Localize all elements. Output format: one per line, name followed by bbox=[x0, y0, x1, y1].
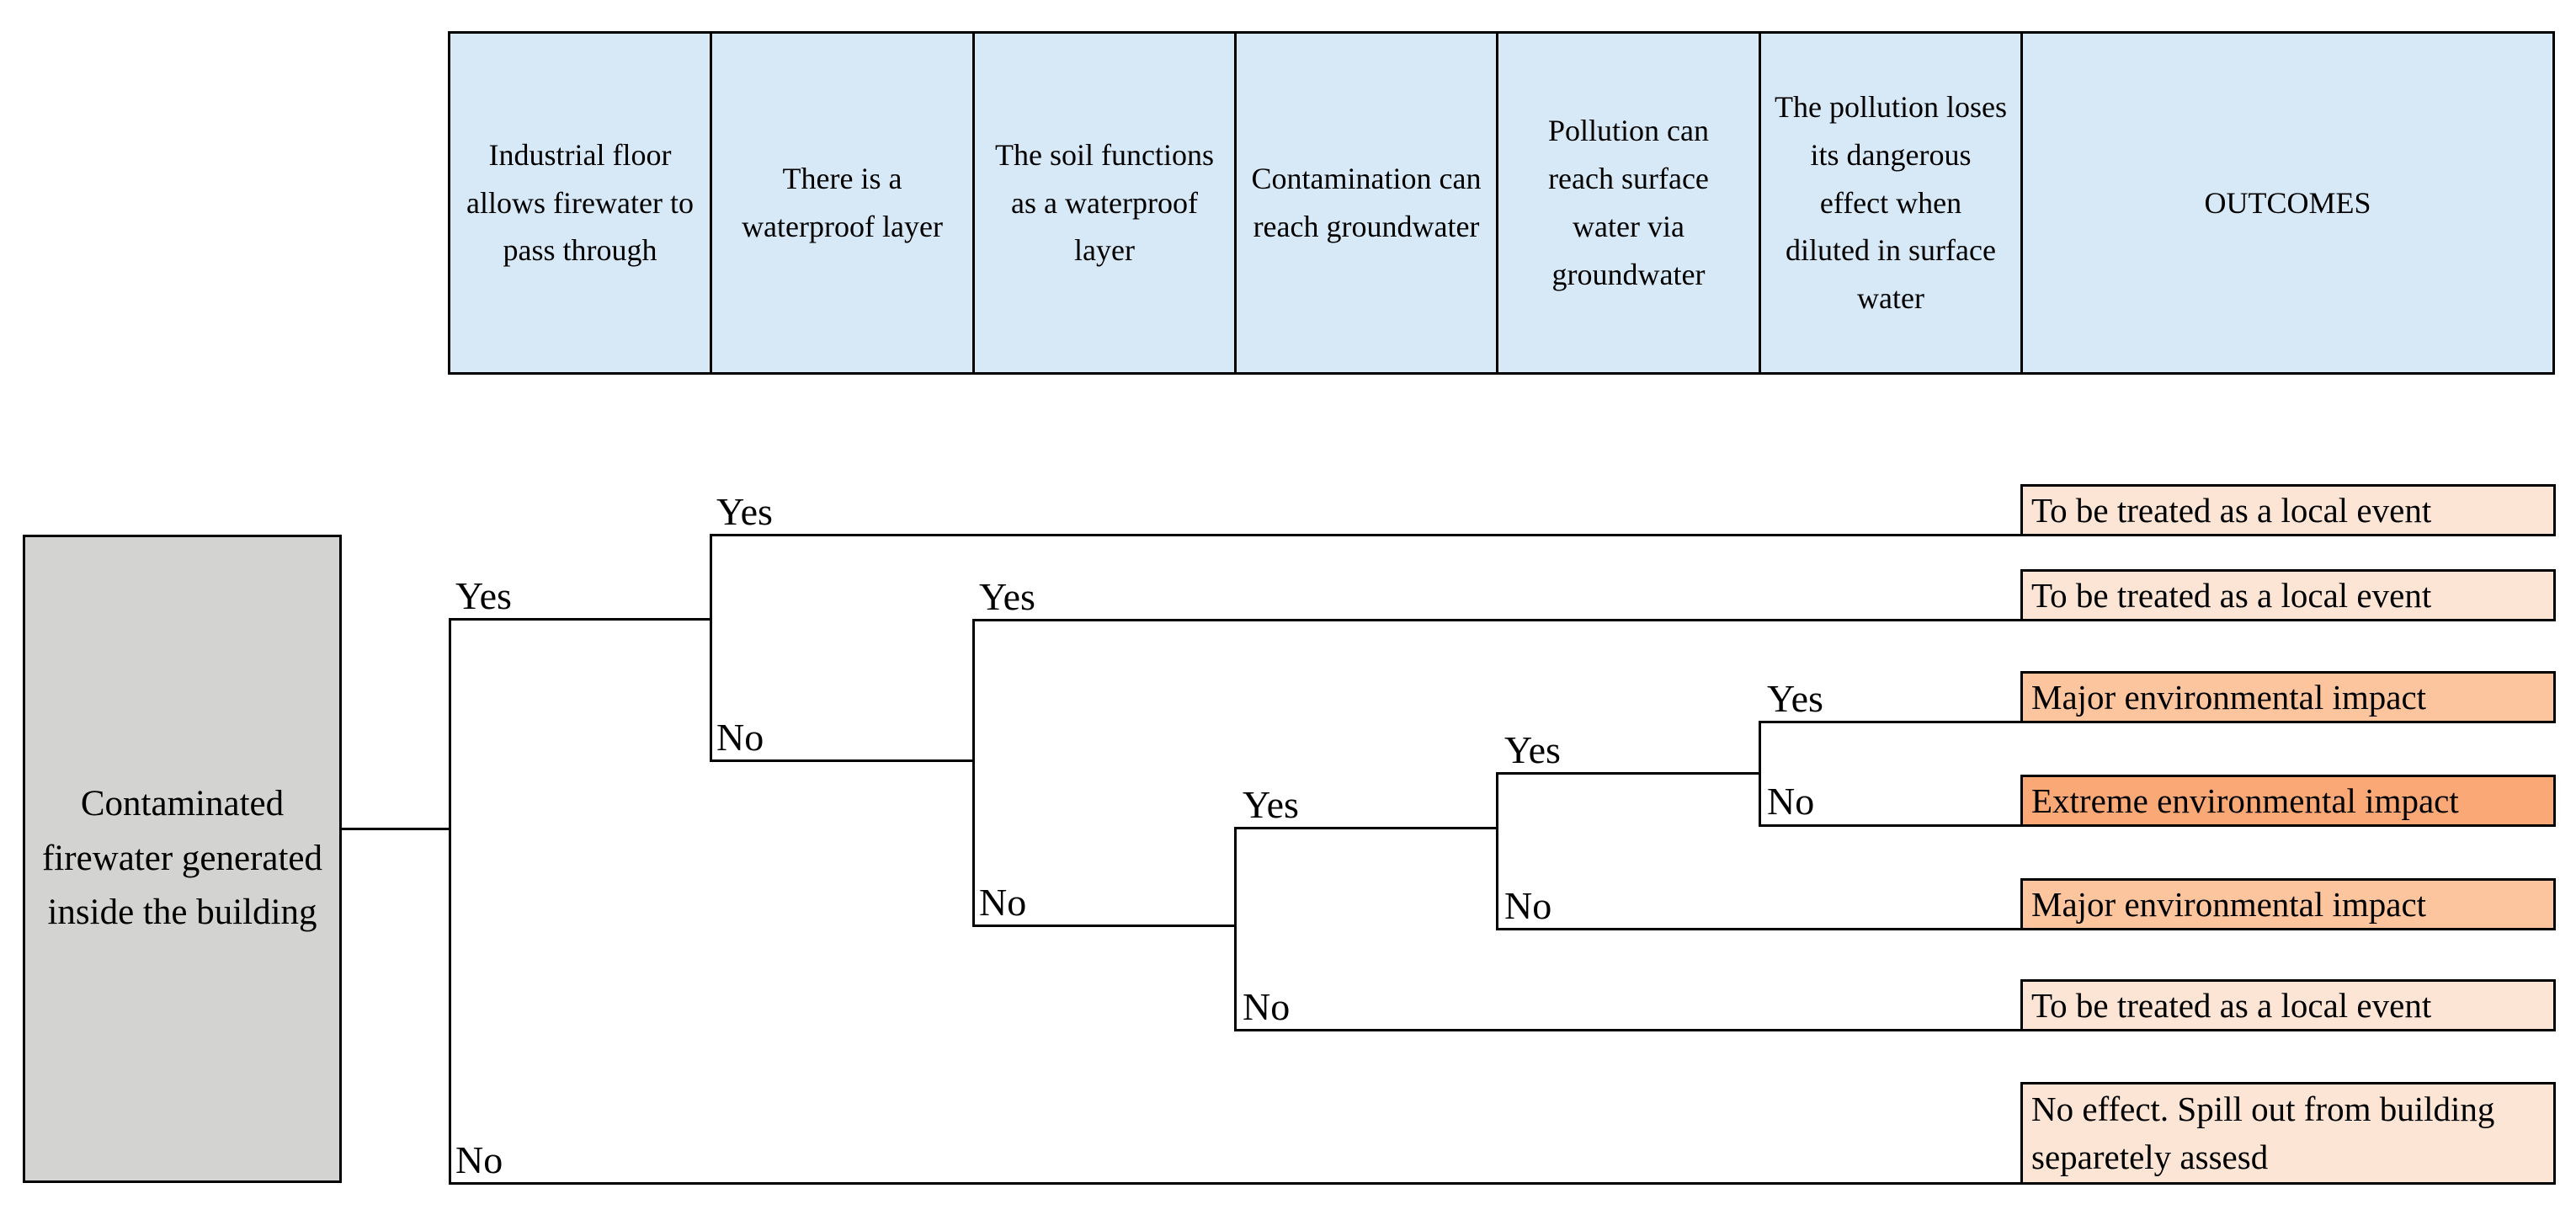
branch5-vertical-line bbox=[1496, 772, 1498, 930]
branch2-no-line bbox=[710, 759, 975, 762]
outcome-box-1: To be treated as a local event bbox=[2020, 484, 2556, 536]
branch1-yes-line bbox=[449, 618, 712, 621]
branch5-yes-label: Yes bbox=[1504, 728, 1561, 771]
header-cell-pollution-surface-water: Pollution can reach surface water via gr… bbox=[1498, 34, 1761, 372]
header-cell-pollution-dilution: The pollution loses its dangerous effect… bbox=[1761, 34, 2023, 372]
questions-header-table: Industrial floor allows firewater to pas… bbox=[448, 31, 2555, 375]
branch1-no-line bbox=[449, 1182, 2020, 1185]
branch2-vertical-line bbox=[710, 534, 712, 762]
branch2-yes-line bbox=[710, 534, 2020, 536]
branch1-no-label: No bbox=[455, 1138, 503, 1181]
branch6-no-line bbox=[1759, 824, 2020, 827]
header-cell-contamination-groundwater: Contamination can reach groundwater bbox=[1237, 34, 1498, 372]
branch1-vertical-line bbox=[449, 618, 451, 1185]
root-event-label: Contaminated firewater generated inside … bbox=[41, 784, 323, 933]
branch1-yes-label: Yes bbox=[455, 574, 512, 617]
outcome-box-6: To be treated as a local event bbox=[2020, 979, 2556, 1031]
branch3-vertical-line bbox=[972, 619, 975, 927]
branch3-no-label: No bbox=[979, 881, 1027, 924]
header-cell-industrial-floor: Industrial floor allows firewater to pas… bbox=[450, 34, 712, 372]
branch5-no-line bbox=[1496, 928, 2020, 930]
header-cell-soil-waterproof: The soil functions as a waterproof layer bbox=[975, 34, 1237, 372]
branch6-no-label: No bbox=[1767, 780, 1815, 823]
outcome-box-5: Major environmental impact bbox=[2020, 878, 2556, 930]
outcome-box-3: Major environmental impact bbox=[2020, 671, 2556, 723]
branch3-no-line bbox=[972, 925, 1237, 927]
branch4-no-label: No bbox=[1243, 985, 1291, 1028]
header-cell-outcomes: OUTCOMES bbox=[2204, 185, 2371, 220]
root-event-box: Contaminated firewater generated inside … bbox=[23, 535, 342, 1183]
branch3-yes-line bbox=[972, 619, 2020, 621]
branch4-no-line bbox=[1234, 1029, 2020, 1031]
outcome-box-4: Extreme environmental impact bbox=[2020, 775, 2556, 827]
branch5-yes-line bbox=[1496, 772, 1761, 775]
branch4-vertical-line bbox=[1234, 827, 1237, 1031]
branch4-yes-line bbox=[1234, 827, 1498, 829]
header-cell-waterproof-layer: There is a waterproof layer bbox=[712, 34, 975, 372]
branch6-vertical-line bbox=[1759, 721, 1761, 827]
branch2-no-label: No bbox=[716, 716, 764, 759]
branch4-yes-label: Yes bbox=[1243, 783, 1299, 826]
branch6-yes-line bbox=[1759, 721, 2020, 723]
outcome-box-2: To be treated as a local event bbox=[2020, 569, 2556, 621]
outcome-box-7: No effect. Spill out from building separ… bbox=[2020, 1082, 2556, 1185]
branch2-yes-label: Yes bbox=[716, 490, 773, 533]
root-connector-line bbox=[339, 828, 451, 830]
branch6-yes-label: Yes bbox=[1767, 677, 1823, 720]
branch5-no-label: No bbox=[1504, 884, 1552, 927]
branch3-yes-label: Yes bbox=[979, 575, 1035, 618]
